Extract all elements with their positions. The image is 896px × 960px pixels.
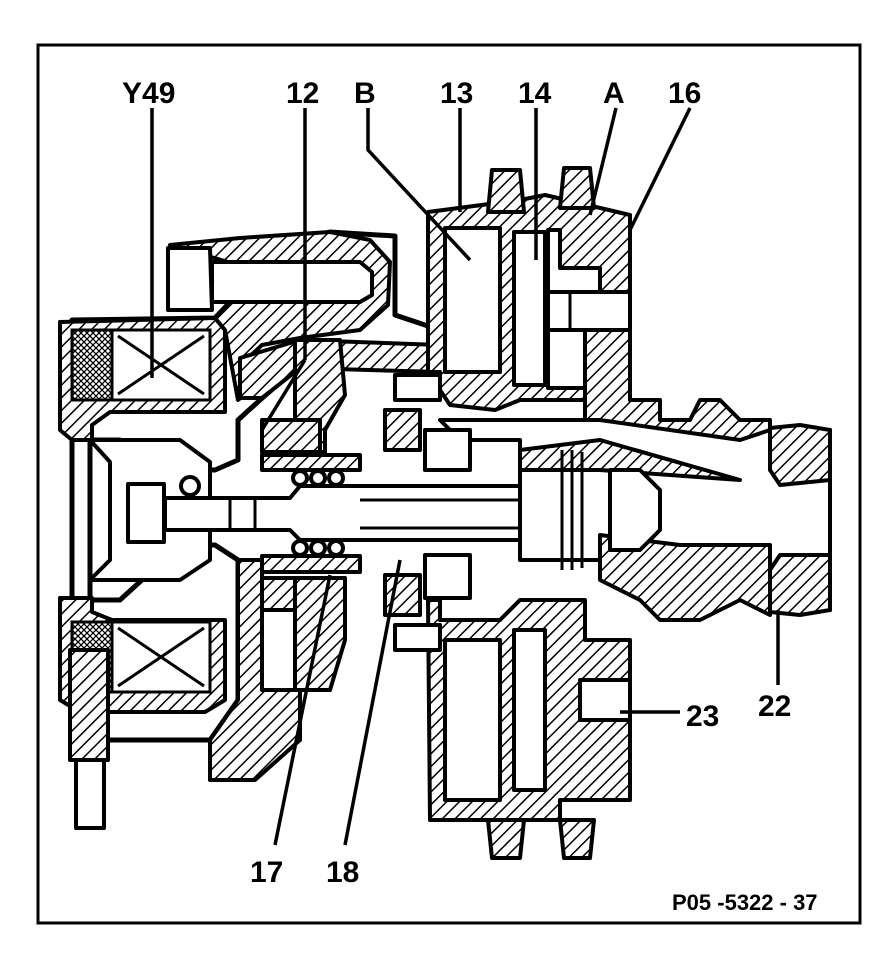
reference-code: P05 -5322 - 37 (672, 890, 818, 915)
spring-upper (260, 453, 362, 472)
valve-plugs (383, 373, 472, 652)
seal-ring (260, 338, 347, 692)
connector-pin (68, 648, 110, 830)
drive-shaft (438, 418, 832, 622)
label-23: 23 (686, 700, 719, 733)
solenoid-coil-upper (70, 328, 212, 402)
plunger-shaft (163, 484, 522, 542)
label-14: 14 (518, 77, 552, 110)
label-12: 12 (286, 77, 319, 110)
stator-lines (560, 450, 584, 570)
spring-lower (260, 554, 362, 574)
label-17: 17 (250, 856, 283, 889)
label-13: 13 (440, 77, 473, 110)
leader-lines (150, 107, 780, 846)
label-b: B (354, 77, 376, 110)
diagram-frame (36, 43, 862, 925)
label-22: 22 (758, 690, 791, 723)
label-16: 16 (668, 77, 701, 110)
label-a: A (603, 77, 625, 110)
valve-body-lower (208, 558, 302, 782)
pump-housing-lower (426, 598, 632, 860)
armature-nut (126, 482, 166, 544)
label-18: 18 (326, 856, 359, 889)
label-y49: Y49 (122, 77, 175, 110)
pump-housing (426, 166, 772, 442)
